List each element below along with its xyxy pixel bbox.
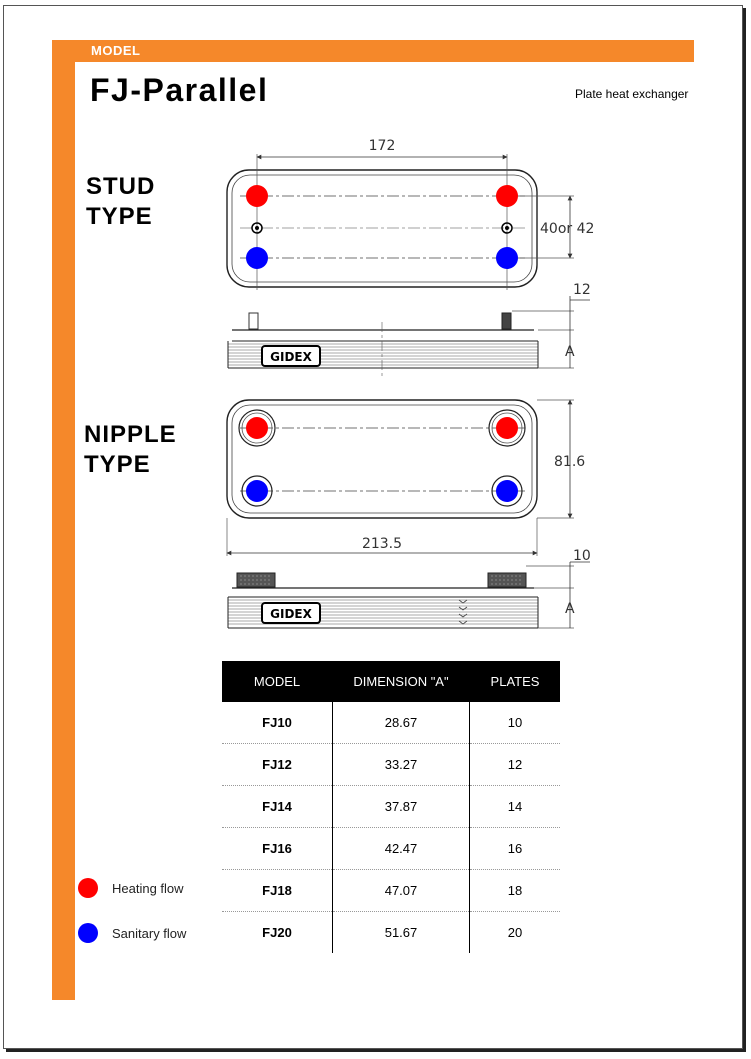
cell-dimension: 37.87 xyxy=(332,785,470,828)
cell-model: FJ10 xyxy=(222,702,333,744)
table-row: FJ16 42.47 16 xyxy=(222,827,560,870)
heating-port-circle xyxy=(246,185,268,207)
cell-model: FJ14 xyxy=(222,785,333,828)
nipple-height-dim: 81.6 xyxy=(554,454,585,470)
nipple-label-line2: TYPE xyxy=(84,451,151,478)
stud-side-view xyxy=(227,296,590,378)
stud-brand-logo: GIDEX xyxy=(270,350,312,364)
cell-dimension: 51.67 xyxy=(332,911,470,953)
stud-height-dim: 40or 42 xyxy=(540,221,594,237)
table-row: FJ18 47.07 18 xyxy=(222,869,560,912)
table-row: FJ12 33.27 12 xyxy=(222,743,560,786)
nipple-width-dim: 213.5 xyxy=(362,536,402,552)
table-row: FJ20 51.67 20 xyxy=(222,911,560,953)
nipple-side-view xyxy=(227,561,590,629)
nipple-label-line1: NIPPLE xyxy=(84,421,177,448)
stud-stud-dim: 12 xyxy=(573,282,591,298)
legend-sanitary-label: Sanitary flow xyxy=(112,925,187,941)
header-bar xyxy=(52,40,694,62)
stud-a-dim: A xyxy=(565,344,575,360)
cell-plates: 16 xyxy=(469,827,560,870)
nipple-brand-logo: GIDEX xyxy=(270,607,312,621)
legend-heating-label: Heating flow xyxy=(112,880,184,896)
cell-plates: 12 xyxy=(469,743,560,786)
cell-model: FJ20 xyxy=(222,911,333,953)
cell-plates: 18 xyxy=(469,869,560,912)
stud-label-line2: TYPE xyxy=(86,203,153,230)
legend-sanitary: Sanitary flow xyxy=(78,923,186,943)
cell-model: FJ18 xyxy=(222,869,333,912)
sanitary-port-circle xyxy=(496,247,518,269)
table-row: FJ14 37.87 14 xyxy=(222,785,560,828)
stud-type-label: STUD TYPE xyxy=(86,172,155,232)
sanitary-dot-icon xyxy=(78,923,98,943)
cell-plates: 14 xyxy=(469,785,560,828)
table-header-row: MODEL DIMENSION "A" PLATES xyxy=(222,661,560,702)
heating-port-circle xyxy=(496,185,518,207)
sanitary-port-circle xyxy=(496,480,518,502)
cell-model: FJ12 xyxy=(222,743,333,786)
cell-plates: 20 xyxy=(507,925,523,940)
nipple-type-label: NIPPLE TYPE xyxy=(84,420,177,480)
legend-heating: Heating flow xyxy=(78,878,184,898)
nipple-top-view xyxy=(226,399,574,556)
page-subtitle: Plate heat exchanger xyxy=(575,87,689,101)
table-row: FJ10 28.67 10 xyxy=(222,702,560,744)
cell-dimension: 42.47 xyxy=(332,827,470,870)
cell-dimension: 28.67 xyxy=(332,702,470,744)
header-plates: PLATES xyxy=(469,661,560,702)
side-bar xyxy=(52,40,75,1000)
heating-port-circle xyxy=(246,417,268,439)
heating-port-circle xyxy=(496,417,518,439)
stud-label-line1: STUD xyxy=(86,173,156,200)
stud-top-view xyxy=(226,154,574,290)
stud-width-dim: 172 xyxy=(369,138,396,154)
sanitary-port-circle xyxy=(246,480,268,502)
heating-dot-icon xyxy=(78,878,98,898)
sanitary-port-circle xyxy=(246,247,268,269)
spec-table: MODEL DIMENSION "A" PLATES FJ10 28.67 10… xyxy=(222,661,560,953)
nipple-nipple-dim: 10 xyxy=(573,548,591,564)
nipple-a-dim: A xyxy=(565,601,575,617)
cell-dimension: 47.07 xyxy=(332,869,470,912)
header-model: MODEL xyxy=(222,661,333,702)
header-dimension: DIMENSION "A" xyxy=(332,661,470,702)
cell-dimension: 33.27 xyxy=(332,743,470,786)
cell-plates: 10 xyxy=(469,702,560,744)
cell-model: FJ16 xyxy=(222,827,333,870)
page-title: FJ-Parallel xyxy=(90,72,269,108)
model-tag: MODEL xyxy=(91,43,141,58)
